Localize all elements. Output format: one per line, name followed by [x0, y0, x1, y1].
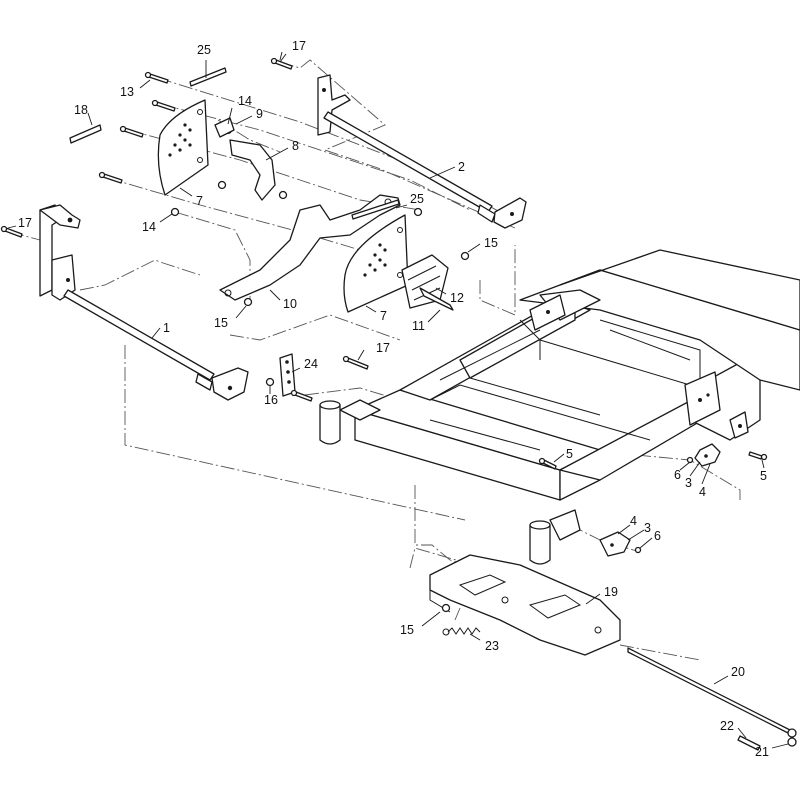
callout-6-lower: 6: [654, 529, 661, 543]
bracket-assembly-right: [686, 443, 721, 467]
spring-23: [442, 627, 481, 636]
callout-23: 23: [485, 639, 499, 653]
callout-25-lower: 25: [410, 192, 424, 206]
callout-4-right: 4: [699, 485, 706, 499]
callout-17-upper: 17: [292, 39, 306, 53]
side-plate-7-right: [343, 214, 409, 313]
callout-3-right: 3: [685, 476, 692, 490]
pin-22: [737, 735, 761, 751]
callout-9: 9: [256, 107, 263, 121]
decal-18: [69, 124, 102, 144]
callout-19: 19: [604, 585, 618, 599]
callout-15-right: 15: [484, 236, 498, 250]
rod-20: [627, 647, 797, 738]
pedal-plate-19: [429, 554, 621, 656]
callout-22: 22: [720, 719, 734, 733]
callout-20: 20: [731, 665, 745, 679]
callout-24: 24: [304, 357, 318, 371]
callout-8: 8: [292, 139, 299, 153]
callout-14-upper: 14: [238, 94, 252, 108]
callout-12: 12: [450, 291, 464, 305]
callout-1: 1: [163, 321, 170, 335]
callout-7-lower: 7: [380, 309, 387, 323]
bracket-assembly-lower: [599, 531, 642, 557]
callout-18: 18: [74, 103, 88, 117]
decal-25-upper: [189, 67, 227, 87]
pin-11: [419, 287, 454, 311]
lever-8: [229, 139, 276, 201]
main-frame: [319, 249, 800, 565]
callout-5-center: 5: [566, 447, 573, 461]
side-plate-7-left: [157, 99, 209, 196]
callout-21: 21: [755, 745, 769, 759]
fasteners: [0, 57, 768, 613]
shaft-2: [317, 74, 527, 229]
callout-3-lower: 3: [644, 521, 651, 535]
callout-2: 2: [458, 160, 465, 174]
assembly-guide-lines: [9, 59, 741, 661]
callout-16: 16: [264, 393, 278, 407]
callout-10: 10: [283, 297, 297, 311]
callout-15-left: 15: [214, 316, 228, 330]
callout-5-right: 5: [760, 469, 767, 483]
shaft-1: [39, 204, 249, 401]
callout-13: 13: [120, 85, 134, 99]
callout-labels: 25 17 13 18 14 9 8 2 7 14 25 17 15 12 10…: [18, 39, 769, 759]
callout-25-upper: 25: [197, 43, 211, 57]
callout-17-center: 17: [376, 341, 390, 355]
callout-4-lower: 4: [630, 514, 637, 528]
callout-11: 11: [412, 319, 425, 333]
callout-7-upper: 7: [196, 194, 203, 208]
callout-17-left: 17: [18, 216, 32, 230]
leader-lines: [7, 51, 789, 749]
callout-15-lower: 15: [400, 623, 414, 637]
decal-25-lower: [351, 199, 400, 220]
bracket-24: [279, 353, 296, 397]
washer-21: [787, 737, 797, 747]
callout-14-lower: 14: [142, 220, 156, 234]
callout-6-right: 6: [674, 468, 681, 482]
